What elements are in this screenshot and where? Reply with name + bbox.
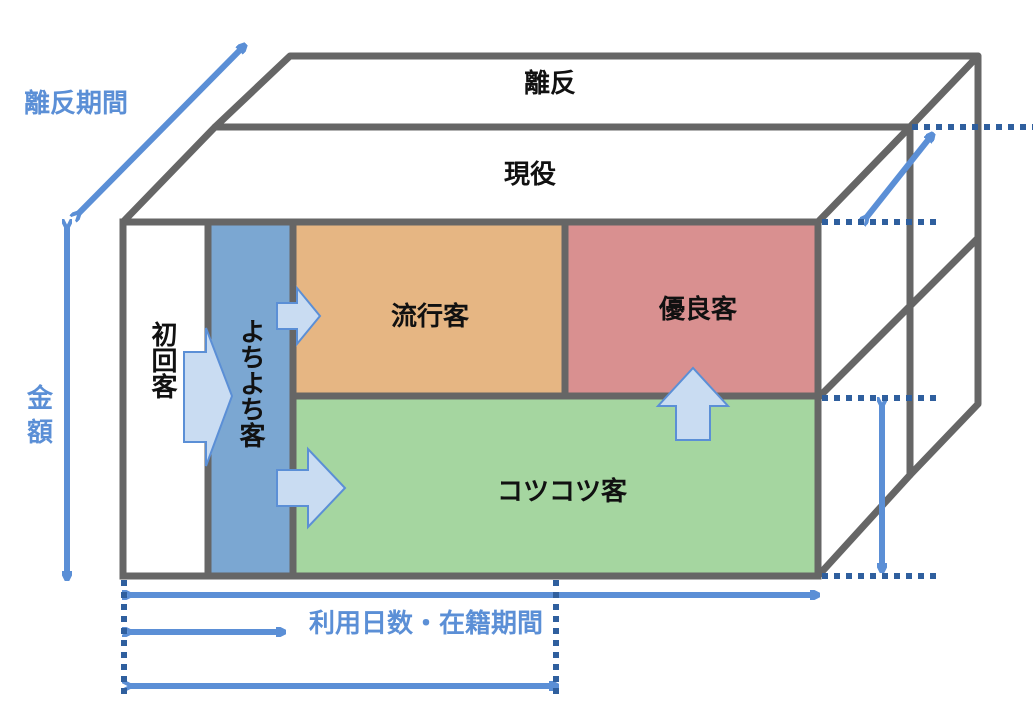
- dotted-guides: [121, 124, 1033, 700]
- newbie-label: よちよち客: [235, 318, 265, 448]
- newbie-to-steady-arrow: [276, 446, 347, 530]
- first-time-label: 初回客: [147, 321, 177, 399]
- steady-to-loyal-arrow: [655, 366, 731, 441]
- steady-region: [293, 396, 818, 576]
- churn-period-label: 離反期間: [24, 88, 128, 119]
- first-to-newbie-arrow: [183, 327, 234, 467]
- trendy-region: [293, 222, 565, 396]
- loyal-label: 優良客: [658, 294, 738, 325]
- churn-layer-label: 離反: [524, 68, 576, 99]
- amount-label-line1: 金: [26, 383, 54, 414]
- churn-period-arrow-icon: [78, 46, 244, 214]
- usage-label: 利用日数・在籍期間: [309, 608, 543, 639]
- loyal-region: [565, 222, 818, 396]
- newbie-to-trendy-arrow: [276, 285, 322, 347]
- right-divider-line: [815, 235, 981, 401]
- amount-label-line2: 額: [27, 418, 53, 448]
- right-side-back: [906, 52, 982, 479]
- steady-label: コツコツ客: [497, 476, 628, 507]
- active-layer-label: 現役: [504, 160, 556, 190]
- churn-layer-top: [211, 52, 982, 131]
- right-upper-arrow-icon: [866, 135, 932, 218]
- trendy-label: 流行客: [391, 301, 470, 332]
